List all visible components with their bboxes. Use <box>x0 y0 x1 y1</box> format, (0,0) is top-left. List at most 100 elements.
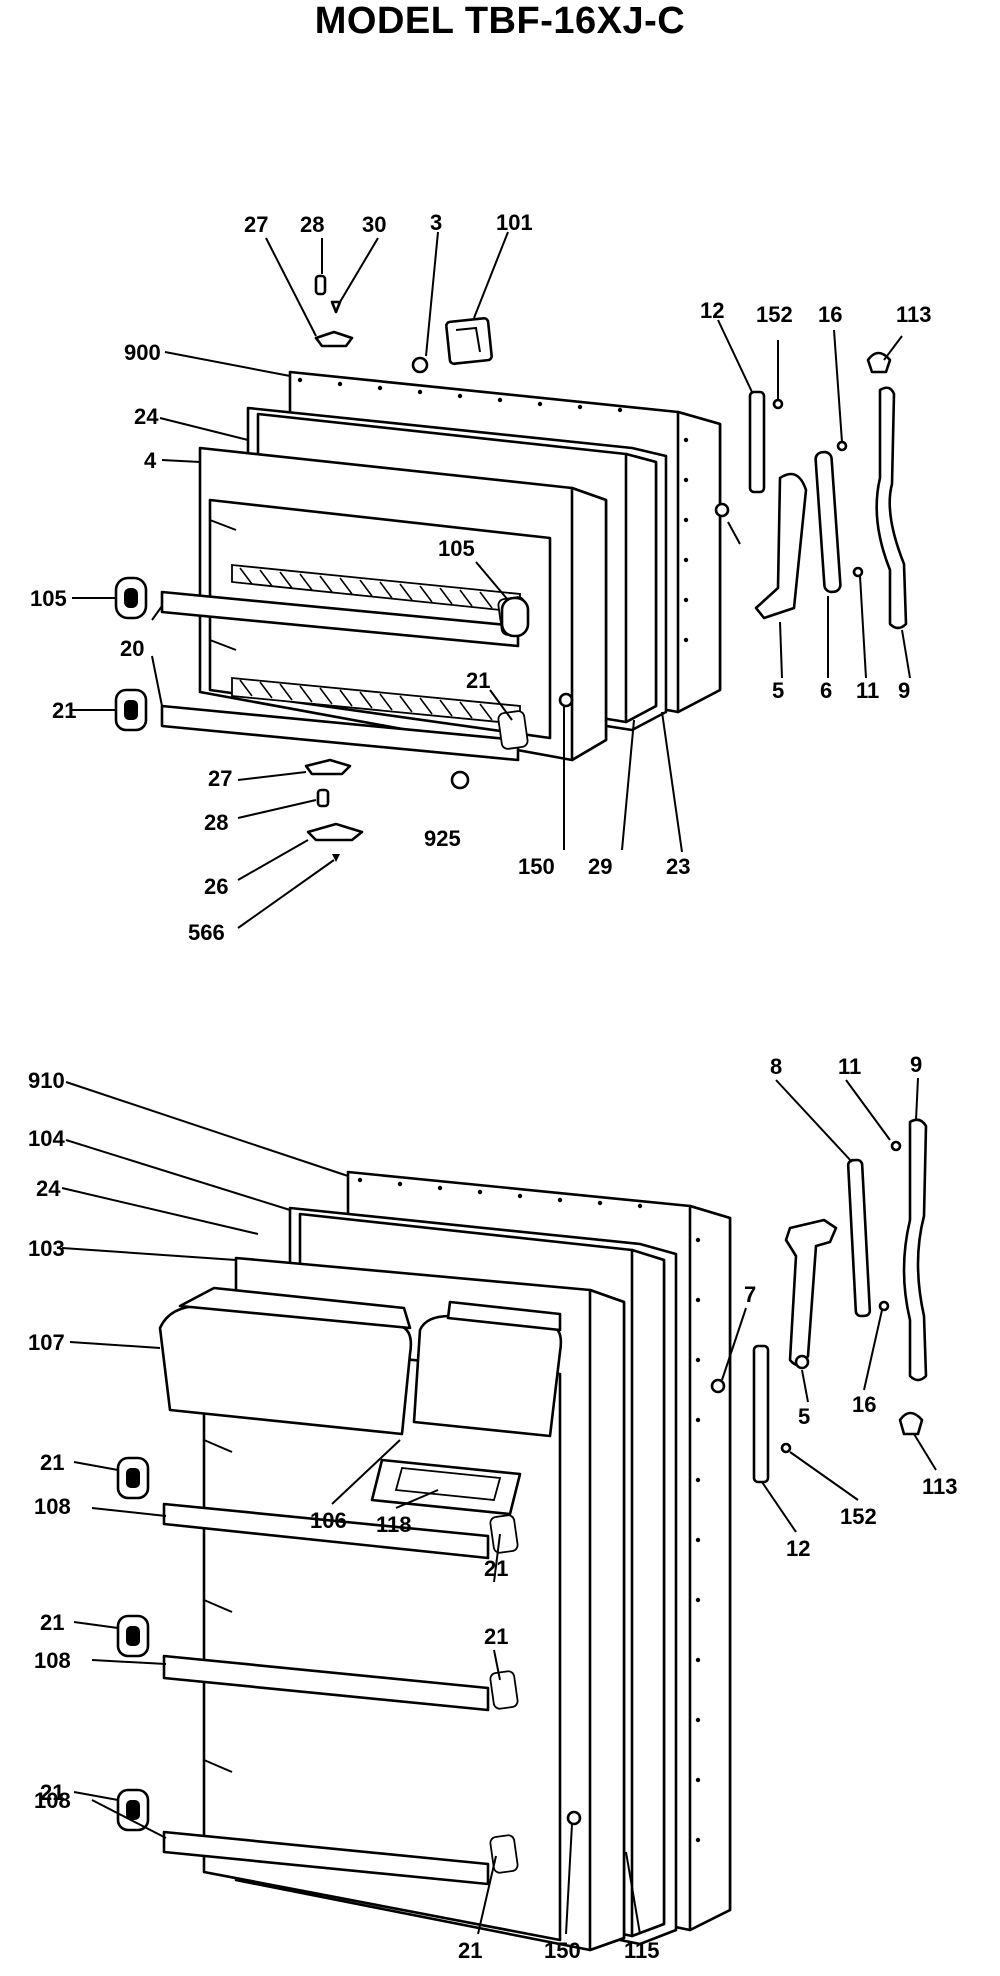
cap-113-lower <box>898 1411 924 1436</box>
outer-door-edge <box>676 410 722 714</box>
screw-11 <box>852 566 864 578</box>
screw-16-lower <box>878 1300 890 1312</box>
label-925: 925 <box>424 826 461 851</box>
label-152: 152 <box>756 302 793 327</box>
label-900: 900 <box>124 340 161 365</box>
label-115: 115 <box>624 1938 660 1963</box>
screw-152 <box>772 398 784 410</box>
handle-mount-12 <box>748 390 766 494</box>
label-5-lower: 5 <box>798 1404 810 1429</box>
label-108-c: 108 <box>34 1788 71 1813</box>
washer-30 <box>330 300 342 314</box>
part-number-labels: 27 28 30 3 101 12 152 16 113 900 24 4 10… <box>28 210 958 1963</box>
label-20: 20 <box>120 636 144 661</box>
label-9: 9 <box>898 678 910 703</box>
handle-trim-9-lower <box>902 1118 928 1382</box>
label-101: 101 <box>496 210 533 235</box>
label-150: 150 <box>518 854 555 879</box>
label-566: 566 <box>188 920 225 945</box>
label-21-e: 21 <box>484 1624 508 1649</box>
label-6: 6 <box>820 678 832 703</box>
handle-bracket-5-lower <box>784 1218 838 1367</box>
door-rail-108-bottom <box>162 1830 490 1886</box>
handle-6 <box>814 450 842 594</box>
dairy-top-right <box>446 1300 562 1332</box>
label-105: 105 <box>30 586 67 611</box>
upper-door-rail <box>160 590 520 648</box>
hinge-26 <box>306 822 364 842</box>
screw-7-lower <box>710 1378 726 1394</box>
fresh-food-leader-lines <box>61 1077 937 1935</box>
label-9-lower: 9 <box>910 1052 922 1077</box>
label-28-lower: 28 <box>204 810 228 835</box>
breaker-strip <box>624 452 658 724</box>
label-26: 26 <box>204 874 228 899</box>
label-21-b: 21 <box>40 1610 64 1635</box>
rail-end-cap <box>497 710 529 750</box>
label-108-b: 108 <box>34 1648 71 1673</box>
screw-150-lower <box>566 1810 582 1826</box>
label-8: 8 <box>770 1054 782 1079</box>
freezer-door-assembly <box>160 370 722 762</box>
label-24-lower: 24 <box>36 1176 61 1201</box>
label-150-lower: 150 <box>544 1938 581 1963</box>
washer-566 <box>332 854 340 862</box>
handle-8 <box>846 1158 872 1318</box>
plug-925 <box>450 770 470 790</box>
label-11-lower: 11 <box>838 1054 861 1079</box>
label-27: 27 <box>244 212 268 237</box>
label-12-lower: 12 <box>786 1536 810 1561</box>
bin-support-105-right <box>500 596 530 638</box>
label-4: 4 <box>144 448 157 473</box>
label-107: 107 <box>28 1330 65 1355</box>
screw-7 <box>714 502 730 518</box>
handle-bracket-5 <box>754 472 808 620</box>
freezer-small-parts <box>114 274 908 862</box>
door-rail-108-mid <box>162 1654 490 1712</box>
label-21-right: 21 <box>466 668 490 693</box>
breaker-strip-lower <box>630 1248 666 1938</box>
screw-28 <box>314 274 327 296</box>
door-liner-edge <box>570 486 608 762</box>
label-104: 104 <box>28 1126 65 1151</box>
screw-11-lower <box>890 1140 902 1152</box>
label-152-lower: 152 <box>840 1504 877 1529</box>
label-12: 12 <box>700 298 724 323</box>
label-16: 16 <box>818 302 842 327</box>
label-21-d: 21 <box>484 1556 508 1581</box>
label-118: 118 <box>376 1512 412 1537</box>
label-7: 7 <box>744 1282 756 1307</box>
screw-5-lower <box>794 1354 810 1370</box>
label-29: 29 <box>588 854 612 879</box>
label-23: 23 <box>666 854 690 879</box>
label-113-lower: 113 <box>922 1474 958 1499</box>
label-108-a: 108 <box>34 1494 71 1519</box>
label-27-lower: 27 <box>208 766 232 791</box>
label-28: 28 <box>300 212 324 237</box>
door-stop-27-lower <box>304 758 352 776</box>
model-title: MODEL TBF-16XJ-C <box>314 0 686 42</box>
label-3: 3 <box>430 210 442 235</box>
rail-end-cap <box>489 1834 519 1874</box>
label-113: 113 <box>896 302 932 327</box>
label-21-f: 21 <box>458 1938 482 1963</box>
fresh-food-small-parts <box>116 1118 928 1832</box>
label-5: 5 <box>772 678 784 703</box>
screw-28-lower <box>316 788 330 808</box>
handle-trim-9 <box>875 386 908 630</box>
label-11: 11 <box>856 678 879 703</box>
label-16-lower: 16 <box>852 1392 876 1417</box>
label-103: 103 <box>28 1236 65 1261</box>
fresh-food-door-assembly <box>158 1170 732 1952</box>
handle-mount-12-lower <box>752 1344 770 1484</box>
hinge-cover-101 <box>445 317 493 365</box>
door-rail-108-top <box>162 1502 490 1560</box>
plug-3 <box>411 356 429 374</box>
label-30: 30 <box>362 212 386 237</box>
label-106: 106 <box>310 1508 347 1533</box>
door-liner-lower-edge <box>588 1288 626 1952</box>
screw-150 <box>558 692 574 708</box>
freezer-leader-lines <box>72 231 911 929</box>
lower-door-rail <box>160 704 520 762</box>
